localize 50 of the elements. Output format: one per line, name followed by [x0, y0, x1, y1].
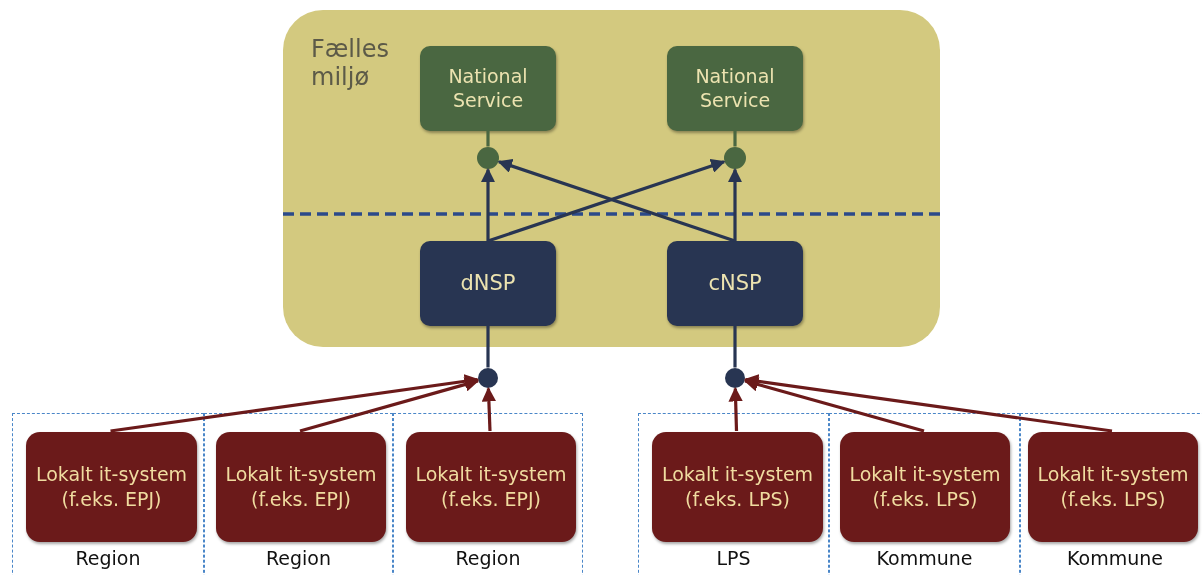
arrow — [299, 377, 480, 433]
platform-box — [667, 241, 803, 326]
box-label: cNSP — [707, 269, 763, 297]
connector-dot — [478, 368, 498, 388]
service-box — [420, 46, 556, 131]
arrow — [480, 168, 496, 241]
system-box — [652, 432, 823, 542]
panel-title: Fælles miljø — [311, 36, 390, 92]
system-box — [406, 432, 576, 542]
environment-panel — [283, 10, 940, 347]
connector-dot — [724, 147, 746, 169]
group-frame — [393, 413, 583, 575]
connector-line — [733, 131, 737, 147]
connector-dot — [477, 147, 499, 169]
system-box — [840, 432, 1010, 542]
connector-line — [733, 326, 737, 368]
box-label: Lokalt it-system (f.eks. EPJ) — [414, 462, 568, 512]
group-frame — [12, 413, 204, 575]
group-frame — [204, 413, 393, 575]
group-label: Kommune — [875, 547, 974, 569]
group-frame — [638, 413, 829, 575]
system-box — [26, 432, 197, 542]
group-label: LPS — [715, 547, 752, 569]
arrow — [728, 387, 743, 432]
arrow — [110, 374, 480, 433]
connector-line — [486, 131, 490, 147]
arrow — [743, 377, 925, 433]
group-label: Region — [454, 547, 522, 569]
arrow — [481, 387, 497, 432]
arrow — [743, 374, 1113, 433]
system-box — [216, 432, 386, 542]
group-label: Region — [264, 547, 332, 569]
service-box — [667, 46, 803, 131]
platform-box — [420, 241, 556, 326]
system-box — [1028, 432, 1198, 542]
connector-dot — [725, 368, 745, 388]
box-label: dNSP — [459, 269, 517, 297]
group-label: Region — [74, 547, 142, 569]
box-label: Lokalt it-system (f.eks. LPS) — [660, 462, 815, 512]
connector-line — [486, 326, 490, 368]
box-label: Lokalt it-system (f.eks. EPJ) — [224, 462, 378, 512]
group-label: Kommune — [1066, 547, 1164, 569]
box-label: Lokalt it-system (f.eks. EPJ) — [34, 462, 189, 512]
arrow — [727, 168, 743, 241]
box-label: Lokalt it-system (f.eks. LPS) — [848, 462, 1002, 512]
group-frame — [1020, 413, 1202, 575]
box-label: National Service — [447, 63, 529, 114]
box-label: National Service — [694, 63, 776, 114]
box-label: Lokalt it-system (f.eks. LPS) — [1036, 462, 1190, 512]
group-frame — [829, 413, 1020, 575]
